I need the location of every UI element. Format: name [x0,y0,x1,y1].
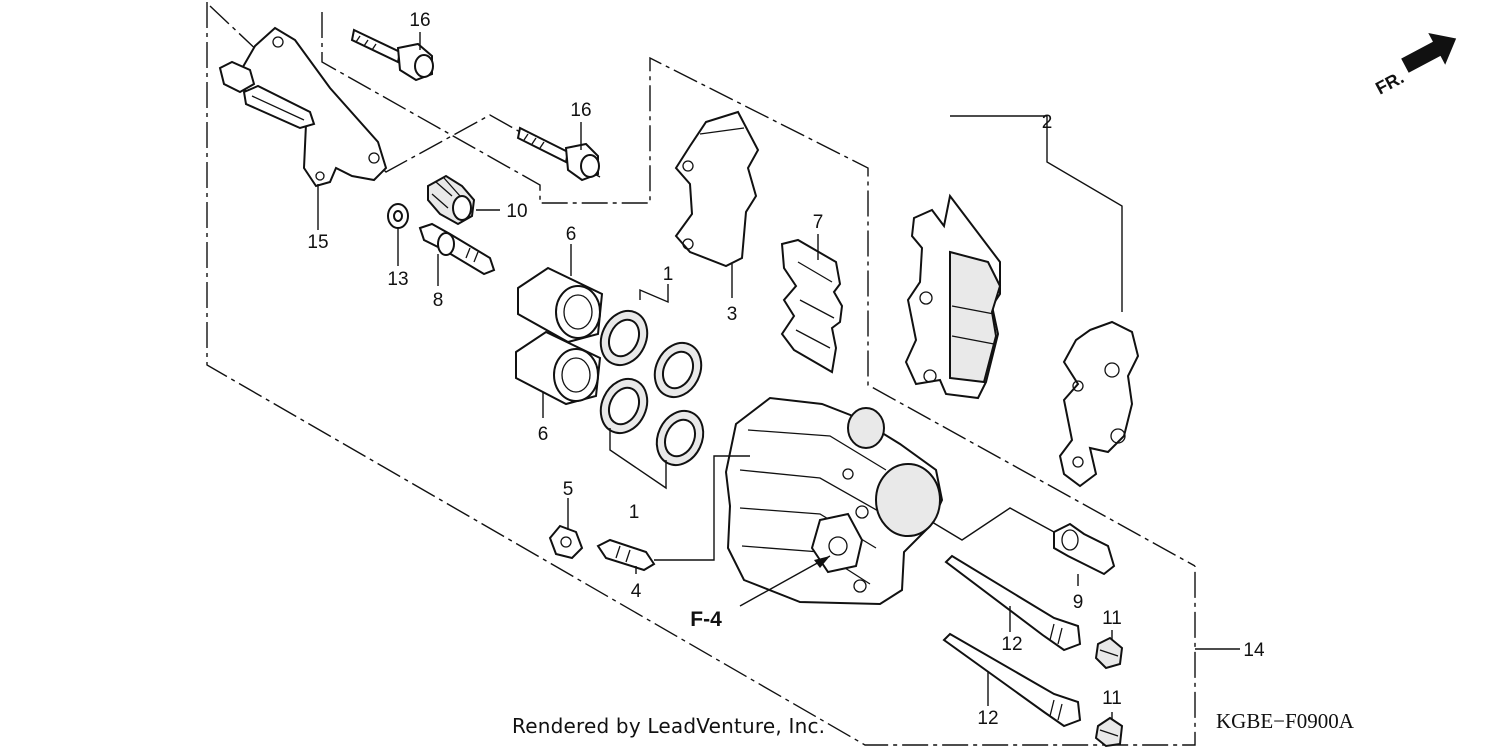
slide-pin [418,222,496,276]
pin-plug-bolt [1053,522,1116,576]
part-label-12-upper: 12 [1001,634,1022,655]
pin-dust-boot [427,174,476,226]
pad-spring [674,110,760,268]
part-label-16-lower: 16 [570,100,591,121]
part-label-6-lower: 6 [538,424,549,445]
caliper-body [724,396,944,606]
part-label-6-upper: 6 [566,224,577,245]
part-label-3: 3 [727,304,738,325]
part-label-16-upper: 16 [409,10,430,31]
part-label-11-lower: 11 [1102,688,1122,709]
brake-pad-rear [1058,320,1140,488]
reference-label-f4: F-4 [690,608,722,631]
pad-pin-lower [942,632,1082,728]
bleeder-valve [596,538,656,572]
bracket-bolt-upper [350,28,434,82]
part-label-9: 9 [1073,592,1084,613]
leader-lines [317,32,1123,720]
washer [387,203,409,229]
pad-pin-upper [944,554,1082,652]
pin-plug-lower [1094,716,1124,748]
part-label-5: 5 [563,479,574,500]
part-label-1-upper: 1 [663,264,674,285]
part-label-4: 4 [631,581,642,602]
part-label-13: 13 [387,269,408,290]
brake-pad-front [904,193,1002,400]
part-label-14: 14 [1243,640,1265,661]
diagram-code: KGBE−F0900A [1216,709,1354,733]
part-label-7: 7 [813,212,824,233]
piston-seals [599,309,705,467]
caliper-piston-lower [515,330,602,406]
bleeder-cap [548,524,584,560]
pin-plug-upper [1094,636,1124,670]
pad-retainer-clip [780,238,844,374]
part-label-10: 10 [506,201,527,222]
part-label-15: 15 [307,232,328,253]
front-direction-arrow: FR. [1372,32,1457,99]
part-label-12-lower: 12 [977,708,998,729]
part-label-2: 2 [1042,112,1053,133]
front-direction-label: FR. [1372,67,1407,98]
render-credit: Rendered by LeadVenture, Inc. [512,714,826,738]
part-label-1-lower: 1 [629,502,640,523]
caliper-piston-upper [517,266,604,344]
part-label-8: 8 [433,290,444,311]
caliper-bracket [218,26,388,188]
part-label-11-upper: 11 [1102,608,1122,629]
bracket-bolt-lower [516,126,600,182]
